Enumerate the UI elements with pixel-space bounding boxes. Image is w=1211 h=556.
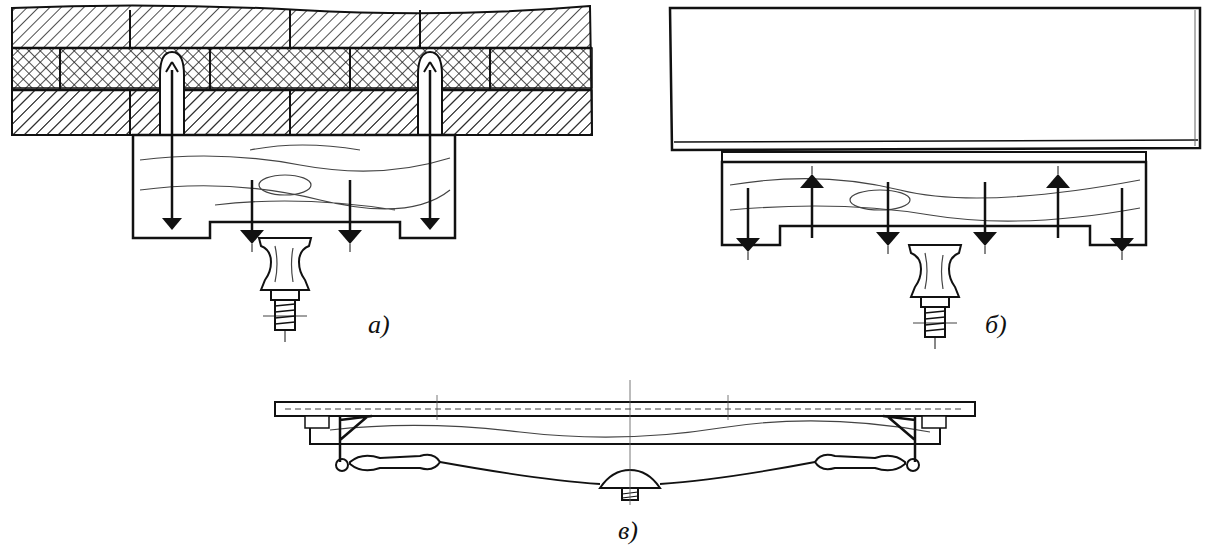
drawing-stroke [171,70,174,218]
span-mount [275,380,975,505]
drawing-stroke [876,182,900,254]
figure-label: в) [618,518,638,544]
drawing-stroke [259,175,311,195]
drawing-stroke [305,416,329,428]
drawing-stroke [338,180,362,252]
drawing-stroke [166,62,436,72]
drawing-stroke [162,218,182,230]
drawing-stroke [722,152,1146,162]
drawing-stroke [285,409,965,410]
drawing-stroke [670,8,1200,150]
drawing-stroke [12,5,592,135]
drawing-stroke [850,190,910,210]
drawing-stroke [907,459,919,471]
drawing-stroke [275,402,975,416]
wooden-block [722,152,1146,260]
drawing-stroke [973,182,997,254]
drawing-stroke [140,145,450,210]
drawing-stroke [922,416,946,428]
drawing-stroke [12,90,592,135]
drawing-stroke [310,416,940,444]
drawing-stroke [1046,166,1070,238]
drawing-stroke [674,140,1198,142]
figure-label: б) [985,312,1007,338]
drawing-stroke [133,135,455,238]
drawing-stroke [350,455,440,470]
drawing-stroke [1195,10,1196,146]
drawing-stroke [437,395,438,420]
beam [670,8,1200,150]
insulator [909,245,961,349]
drawing-stroke [12,48,592,90]
brick-wall [12,5,592,135]
drawing-stroke [730,179,1140,222]
figure-label: а) [368,312,390,338]
drawing-stroke [815,455,905,470]
drawing-stroke [1110,188,1134,260]
drawing-stroke [12,48,592,88]
drawing-stroke [336,459,348,471]
drawing-stroke [722,162,1146,245]
drawing-stroke [736,188,760,260]
insulator [259,238,311,342]
drawing-stroke [420,218,440,230]
drawing-stroke [800,166,824,238]
drawing-stroke [630,380,631,505]
drawing-stroke [429,70,432,218]
drawing-stroke [728,395,729,420]
wooden-block [133,70,455,252]
